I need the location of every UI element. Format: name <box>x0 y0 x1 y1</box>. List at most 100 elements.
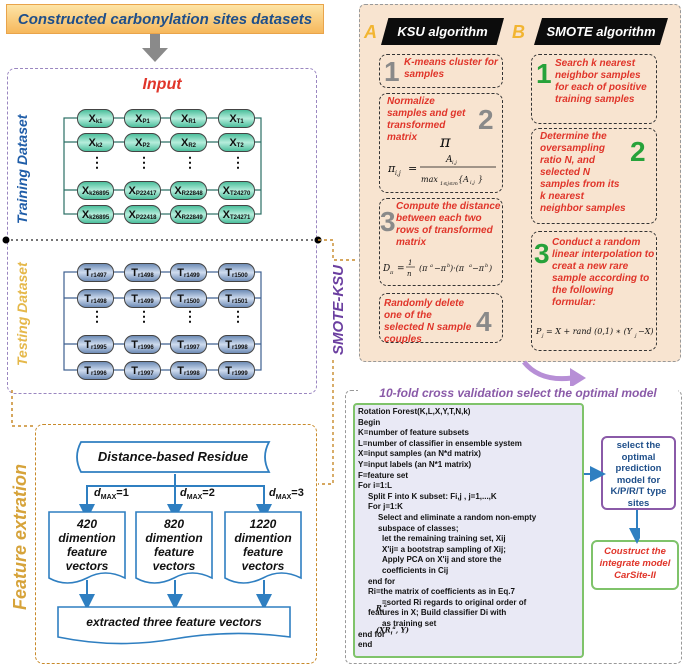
normalize-formula: π i,j = A i,j max 1≤j≤m {A i,j } <box>388 155 496 187</box>
select-box <box>601 436 676 510</box>
testing-ellipsis: ⋮ <box>183 308 197 324</box>
code-line: K=number of feature subsets <box>358 428 469 438</box>
svg-text:}: } <box>478 175 483 184</box>
svg-text:max: max <box>421 175 438 184</box>
dmax-label-2: dMAX=2 <box>180 487 215 502</box>
code-box <box>353 403 584 658</box>
svg-text:= X + rand (0,1) ∗ (Y: = X + rand (0,1) ∗ (Y <box>546 327 633 336</box>
smote-step-2-text: Determine the oversampling ratio N, and … <box>540 131 626 214</box>
cv-arrows <box>584 466 640 544</box>
ksu-letter: A <box>364 22 377 42</box>
ksu-step-3-text: Compute the distance between each two ro… <box>396 201 501 248</box>
svg-text:)·(π: )·(π <box>449 264 465 273</box>
svg-text:(π: (π <box>419 264 428 273</box>
smote-ksu-panel <box>359 4 681 362</box>
testing-ellipsis: ⋮ <box>231 308 245 324</box>
smote-step-1-text: Search k nearest neighbor samples for ea… <box>555 58 647 105</box>
training-ellipsis: ⋮ <box>231 154 245 170</box>
feature-arrows <box>79 474 272 610</box>
code-line: end for <box>358 629 386 639</box>
code-line: For j=1:K <box>368 502 403 512</box>
svg-text:−π: −π <box>472 264 485 273</box>
training-ellipsis: ⋮ <box>137 154 151 170</box>
svg-text:): ) <box>488 264 492 273</box>
code-line: Select and eliminate a random non-empty <box>378 513 537 522</box>
ksu-step-4-text: Randomly delete one of the selected N sa… <box>384 298 472 345</box>
ksu-step-4-num: 4 <box>476 306 492 337</box>
extracted-label: extracted three feature vectors <box>86 615 262 629</box>
smote-letter: B <box>512 22 525 42</box>
vector-420: 420 dimention feature vectors <box>58 517 116 573</box>
code-line: Rotation Forest(K,L,X,Y,T,N,k) <box>358 407 471 416</box>
code-line: L=number of classifier in ensemble syste… <box>358 438 522 448</box>
code-xr-symbol: (XRia, Y) <box>376 625 409 637</box>
code-line: let the remaining training set, Xij <box>382 534 506 544</box>
dbr-shape <box>76 441 271 473</box>
svg-text:−X): −X) <box>638 327 654 336</box>
pi-symbol: π <box>440 132 451 151</box>
code-ri-symbol: Ria <box>376 603 387 615</box>
svg-text:π: π <box>388 162 396 175</box>
code-line: coefficients in Cij <box>382 566 449 575</box>
code-line: Apply PCA on X'ij and store the <box>382 555 502 565</box>
svg-text:A: A <box>445 155 453 165</box>
smote-banner: SMOTE algorithm <box>534 18 668 45</box>
smote-step-2-num: 2 <box>630 136 646 167</box>
input-panel <box>7 68 317 394</box>
dmax-label-1: dMAX=1 <box>94 487 129 502</box>
down-arrow-icon <box>142 34 168 62</box>
code-line: Y=input labels (an N*1 matrix) <box>358 460 472 469</box>
svg-text:i,j: i,j <box>395 170 401 177</box>
code-line: =sorted Ri regards to original order of <box>382 597 527 607</box>
svg-text:P: P <box>536 327 542 336</box>
code-line: end for <box>368 576 396 586</box>
extracted-shape <box>57 606 291 645</box>
ksu-step-2-num: 2 <box>478 104 494 135</box>
svg-text:a: a <box>469 263 472 269</box>
construct-box <box>591 540 679 590</box>
code-line: F=feature set <box>358 470 409 480</box>
vector-820: 820 dimention feature vectors <box>145 517 203 573</box>
svg-text:a: a <box>430 263 433 269</box>
svg-text:j: j <box>634 333 637 339</box>
svg-text:=: = <box>408 162 417 175</box>
svg-text:−π: −π <box>434 264 447 273</box>
ksu-banner: KSU algorithm <box>381 18 504 45</box>
vector-1220: 1220 dimention feature vectors <box>234 517 292 573</box>
code-line: X=input samples (an N*d matrix) <box>358 449 481 459</box>
smote-step-3-num: 3 <box>534 238 550 269</box>
svg-text:j: j <box>541 333 544 339</box>
feature-extration-label: Feature extration <box>10 463 30 610</box>
testing-ellipsis: ⋮ <box>137 308 151 324</box>
code-line: features in X; Build classifier Di with <box>368 608 507 618</box>
ksu-step-2-text: Normalize samples and get transformed ma… <box>387 96 466 143</box>
input-label: Input <box>142 76 182 93</box>
svg-text:i,j: i,j <box>452 160 457 166</box>
code-line: subspace of classes; <box>378 523 459 533</box>
ksu-step-3-num: 3 <box>380 206 396 237</box>
svg-text:i,j: i,j <box>470 180 475 186</box>
smote-step-2 <box>531 128 657 224</box>
